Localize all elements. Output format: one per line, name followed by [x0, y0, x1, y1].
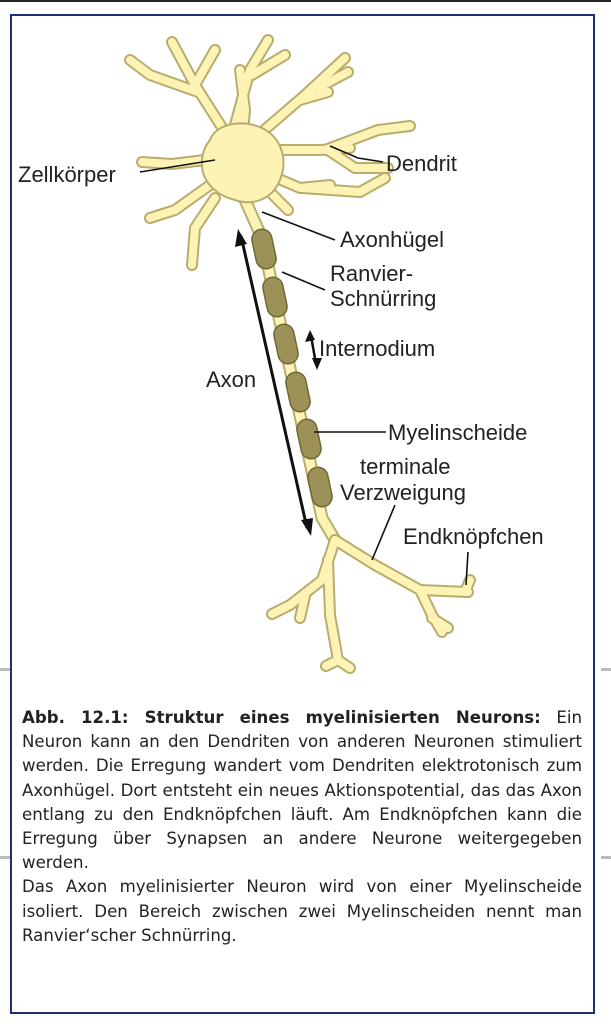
- margin-mark: [601, 856, 611, 859]
- label-axon-hillock: Axonhügel: [340, 227, 444, 252]
- neuron-illustration: [130, 40, 470, 668]
- caption-paragraph-1: Abb. 12.1: Struktur eines myelinisierten…: [22, 706, 582, 875]
- figure-caption: Abb. 12.1: Struktur eines myelinisierten…: [22, 706, 582, 948]
- label-dendrite: Dendrit: [386, 151, 457, 176]
- cell-body-shape: [200, 122, 285, 204]
- caption-paragraph-2: Das Axon myelinisierter Neuron wird von …: [22, 877, 582, 945]
- label-terminal-line2: Verzweigung: [340, 480, 466, 505]
- margin-mark: [0, 668, 10, 671]
- label-internode: Internodium: [319, 336, 435, 361]
- top-rule: [0, 0, 611, 2]
- label-ranvier-line2: Schnürring: [330, 286, 436, 311]
- margin-mark: [0, 856, 10, 859]
- label-axon: Axon: [206, 367, 256, 392]
- caption-text-1: Ein Neuron kann an den Dendriten von and…: [22, 708, 582, 873]
- neuron-diagram: Zellkörper Dendrit Axonhügel Ranvier- Sc…: [18, 0, 544, 700]
- label-myelin-sheath: Myelinscheide: [388, 420, 527, 445]
- myelin-segments: [251, 228, 333, 508]
- label-terminal-buttons: Endknöpfchen: [403, 524, 544, 549]
- label-ranvier-line1: Ranvier-: [330, 261, 413, 286]
- internode-arrow: [305, 330, 322, 370]
- margin-mark: [601, 668, 611, 671]
- label-cell-body: Zellkörper: [18, 162, 116, 187]
- axon-length-arrow: [235, 229, 313, 536]
- caption-heading: Abb. 12.1: Struktur eines myelinisierten…: [22, 708, 541, 727]
- leader-lines: [139, 145, 469, 586]
- label-terminal-line1: terminale: [360, 454, 450, 479]
